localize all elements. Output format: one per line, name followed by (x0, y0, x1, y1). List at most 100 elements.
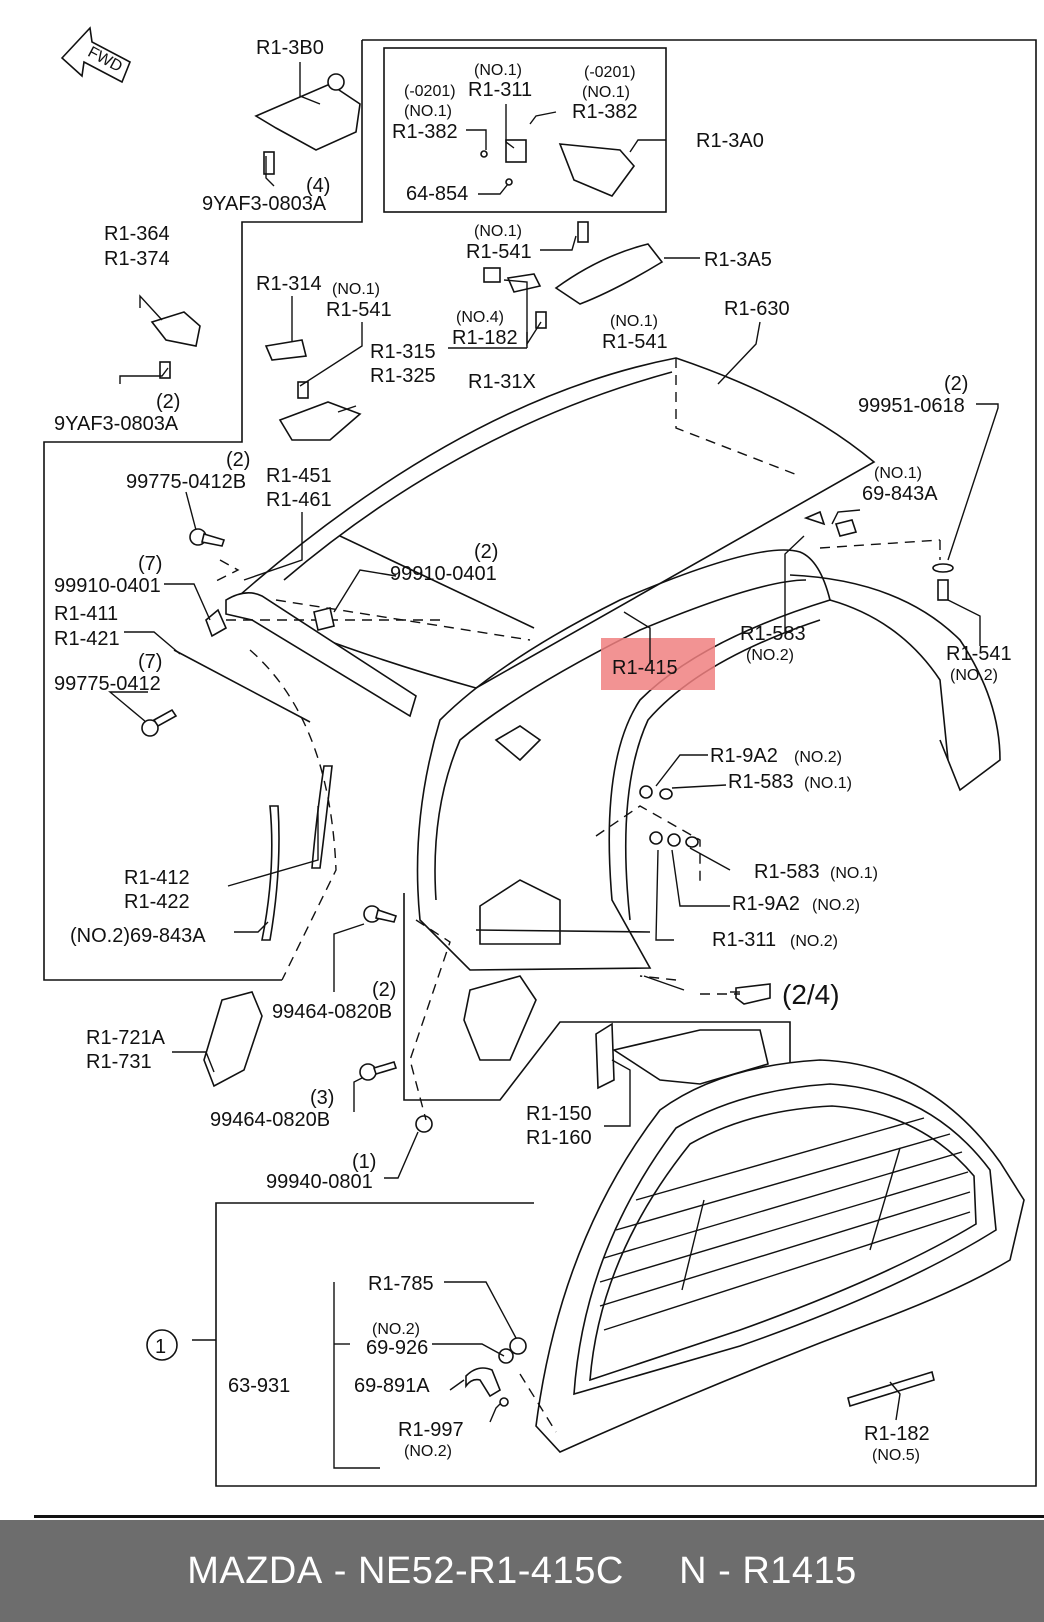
rear-window (535, 1059, 1025, 1453)
footer-variant: N (679, 1549, 708, 1592)
label-no2-g: (NO.2) (404, 1443, 452, 1460)
label-qty-1: (1) (352, 1151, 376, 1173)
label-69-843a-b: (NO.2)69-843A (70, 925, 206, 947)
label-r1-731: R1-731 (86, 1051, 152, 1073)
washer-hose (465, 1337, 527, 1407)
label-99775-0412: 99775-0412 (54, 673, 161, 695)
nut-99940 (415, 1115, 433, 1133)
label-r1-182-a: R1-182 (452, 327, 518, 349)
label-r1-382-b: R1-382 (572, 101, 638, 123)
label-r1-160: R1-160 (526, 1127, 592, 1149)
label-page-ref: (2/4) (782, 979, 840, 1010)
screw-99775-a (189, 528, 226, 547)
label-no1-a: (NO.1) (474, 62, 522, 79)
footer-sep-1: - (322, 1549, 358, 1592)
bolt-99464-b (359, 1061, 398, 1081)
lock-mechanism (463, 975, 537, 1061)
label-99910-0401-a: 99910-0401 (390, 563, 497, 585)
clip-69-843a-a (803, 510, 858, 537)
callout-number: 1 (155, 1336, 166, 1358)
handle-r1-3a5 (554, 221, 664, 305)
label-r1-541-d: R1-541 (946, 643, 1012, 665)
label-no2-a: (NO.2) (746, 647, 794, 664)
label-0201-b: (-0201) (584, 64, 636, 81)
label-no1-b: (NO.1) (404, 103, 452, 120)
label-r1-3a0: R1-3A0 (696, 130, 764, 152)
label-r1-9a2-a: R1-9A2 (710, 745, 778, 767)
label-69-891a: 69-891A (354, 1375, 430, 1397)
label-69-843a-a: 69-843A (862, 483, 938, 505)
label-no2-e: (NO.2) (790, 933, 838, 950)
bracket-r1-721a (203, 991, 263, 1088)
label-r1-150: R1-150 (526, 1103, 592, 1125)
label-99951-0618: 99951-0618 (858, 395, 965, 417)
label-qty-2-b: (2) (944, 373, 968, 395)
label-no1-g: (NO.1) (874, 465, 922, 482)
label-qty-7-b: (7) (138, 651, 162, 673)
label-r1-382-a: R1-382 (392, 121, 458, 143)
label-r1-31x: R1-31X (468, 371, 536, 393)
clip-r1-31x (483, 267, 547, 329)
clip-99910 (205, 607, 335, 638)
label-no1-d: (NO.1) (474, 223, 522, 240)
label-r1-412: R1-412 (124, 867, 190, 889)
bolt-99464-a (363, 905, 398, 923)
label-r1-630: R1-630 (724, 298, 790, 320)
label-r1-9a2-b: R1-9A2 (732, 893, 800, 915)
footer-brand: MAZDA (187, 1549, 323, 1592)
label-r1-311-a: R1-311 (468, 79, 532, 101)
label-qty-2-e: (2) (372, 979, 396, 1001)
label-r1-3b0: R1-3B0 (256, 37, 324, 59)
label-r1-583-c: R1-583 (754, 861, 820, 883)
label-r1-997: R1-997 (398, 1419, 464, 1441)
hand-pointer-icon (735, 983, 771, 1005)
callout-circle (146, 1329, 178, 1361)
label-r1-461: R1-461 (266, 489, 332, 511)
highlight-box (601, 638, 715, 690)
label-63-931: 63-931 (228, 1375, 290, 1397)
inset-box-top (383, 47, 667, 213)
label-r1-411: R1-411 (54, 603, 118, 625)
label-69-926: 69-926 (366, 1337, 428, 1359)
label-99940-0801: 99940-0801 (266, 1171, 373, 1193)
label-r1-422: R1-422 (124, 891, 190, 913)
label-r1-451: R1-451 (266, 465, 332, 487)
part-labels: R1-3B0 (4) 9YAF3-0803A (NO.1) R1-311 (-0… (54, 37, 1012, 1464)
upper-hinge-bracket (254, 73, 361, 175)
label-9yaf3-b: 9YAF3-0803A (54, 413, 179, 435)
nuts-r1-9a2 (639, 785, 699, 848)
label-99910-0401-b: 99910-0401 (54, 575, 161, 597)
footer-rule (34, 1515, 1044, 1518)
footer-caption: MAZDA - NE52-R1-415C N - R1415 (0, 1520, 1044, 1622)
leader-lines (108, 62, 999, 1469)
label-r1-3a5: R1-3A5 (704, 249, 772, 271)
label-qty-4: (4) (306, 175, 330, 197)
label-r1-583-b: R1-583 (728, 771, 794, 793)
footer-part-number: NE52-R1-415C (357, 1549, 624, 1592)
label-r1-721a: R1-721A (86, 1027, 166, 1049)
parts-diagram: FWD (43, 26, 1037, 1487)
label-r1-541-c: R1-541 (602, 331, 668, 353)
label-0201-a: (-0201) (404, 83, 456, 100)
label-r1-182-b: R1-182 (864, 1423, 930, 1445)
label-no1-f: (NO.1) (610, 313, 658, 330)
main-frame (215, 39, 1037, 1487)
weatherstrip-front (225, 592, 417, 718)
footer-gap (624, 1550, 679, 1593)
label-no2-b: (NO.2) (950, 667, 998, 684)
footer-code: R1415 (742, 1549, 857, 1592)
label-no2-f: (NO.2) (372, 1321, 420, 1338)
main-frame-left (43, 40, 363, 981)
label-r1-325: R1-325 (370, 365, 436, 387)
label-r1-315: R1-315 (370, 341, 436, 363)
label-r1-421: R1-421 (54, 628, 120, 650)
footer-sep-2: - (707, 1549, 743, 1592)
label-qty-2-d: (2) (474, 541, 498, 563)
footer-bar (0, 1520, 1044, 1622)
label-no1-e: (NO.1) (332, 281, 380, 298)
hinge-r1-150 (595, 1022, 769, 1090)
label-no1-h: (NO.1) (804, 775, 852, 792)
drip-rail (173, 649, 311, 723)
inset-box-hinge (403, 893, 791, 1101)
label-r1-374: R1-374 (104, 248, 170, 270)
